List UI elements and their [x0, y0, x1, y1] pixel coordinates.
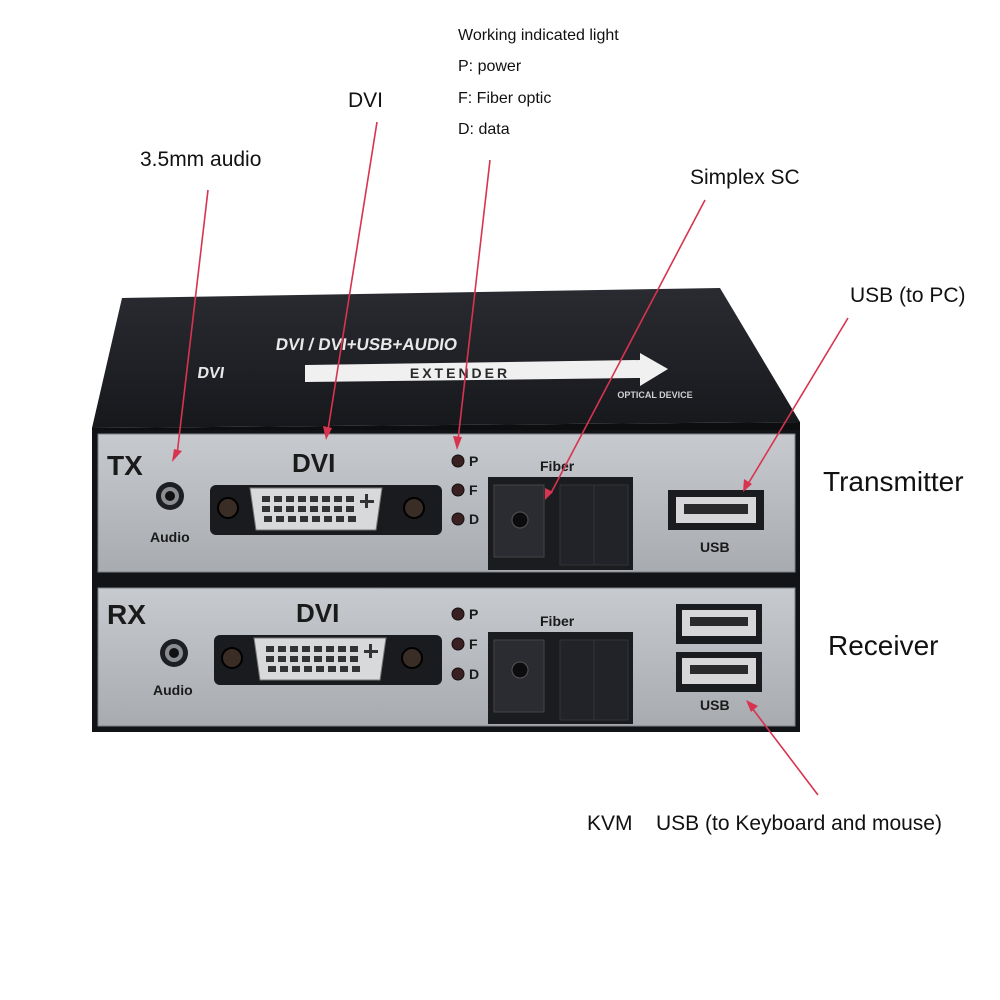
tx-dvi-port [210, 485, 442, 535]
tx-audio-jack [156, 482, 184, 510]
rx-audio-jack [160, 639, 188, 667]
callout-arrows [172, 121, 849, 796]
tx-usb-label: USB [700, 539, 730, 555]
tx-mode-label: TX [107, 450, 143, 481]
rx-led-d [451, 667, 465, 681]
rx-leds: P F D [451, 606, 479, 682]
rx-led-d-label: D [469, 666, 479, 682]
tx-fiber-label: Fiber [540, 458, 575, 474]
transmitter-label: Transmitter [823, 466, 964, 497]
rx-dvi-port [214, 635, 442, 685]
arrow-simplex [550, 199, 706, 494]
lid-extender: EXTENDER [410, 365, 510, 381]
arrow-indicator [457, 159, 491, 441]
tx-led-d-label: D [469, 511, 479, 527]
tx-fiber-port [488, 477, 633, 570]
audio-callout: 3.5mm audio [140, 148, 262, 171]
indicator-title: Working indicated light [458, 27, 619, 44]
rx-led-f [451, 637, 465, 651]
rx-dvi-label: DVI [296, 598, 339, 628]
tx-led-p [451, 454, 465, 468]
arrow-audio [176, 189, 209, 456]
chassis-top: DVI / DVI+USB+AUDIO DVI EXTENDER OPTICAL… [92, 288, 800, 438]
lid-label: DVI / DVI+USB+AUDIO [275, 335, 459, 354]
arrow-usb-pc [747, 317, 849, 485]
tx-led-d [451, 512, 465, 526]
usb-pc-callout: USB (to PC) [850, 284, 966, 307]
lid-optical: OPTICAL DEVICE [617, 390, 692, 400]
indicator-p-legend: P: power [458, 58, 522, 75]
tx-led-f-label: F [469, 482, 478, 498]
tx-led-f [451, 483, 465, 497]
dvi-callout: DVI [348, 89, 384, 112]
rx-fiber-port [488, 632, 633, 724]
rx-led-p-label: P [469, 606, 478, 622]
indicator-f-legend: F: Fiber optic [458, 90, 552, 107]
rx-fiber-label: Fiber [540, 613, 575, 629]
arrow-dvi [327, 121, 378, 431]
usb-keyboard-callout: USB (to Keyboard and mouse) [656, 812, 942, 835]
tx-led-p-label: P [469, 453, 478, 469]
arrow-usb-kbd [751, 707, 819, 796]
tx-leds: P F D [451, 453, 479, 527]
rx-audio-label: Audio [153, 682, 193, 698]
lid-dvi: DVI [196, 364, 225, 382]
indicator-d-legend: D: data [458, 121, 510, 138]
tx-usb-port [668, 490, 764, 530]
tx-dvi-label: DVI [292, 448, 335, 478]
rx-panel: RX Audio DVI [107, 598, 762, 724]
lid-extender-arrow [305, 353, 668, 386]
receiver-label: Receiver [828, 630, 939, 661]
simplex-sc-callout: Simplex SC [690, 166, 800, 189]
rx-usb-ports [676, 604, 762, 692]
rx-mode-label: RX [107, 599, 146, 630]
tx-audio-label: Audio [150, 529, 190, 545]
rx-led-f-label: F [469, 636, 478, 652]
kvm-label: KVM [587, 812, 633, 835]
rx-led-p [451, 607, 465, 621]
tx-panel: TX Audio DVI [107, 448, 764, 570]
rx-usb-label: USB [700, 697, 730, 713]
